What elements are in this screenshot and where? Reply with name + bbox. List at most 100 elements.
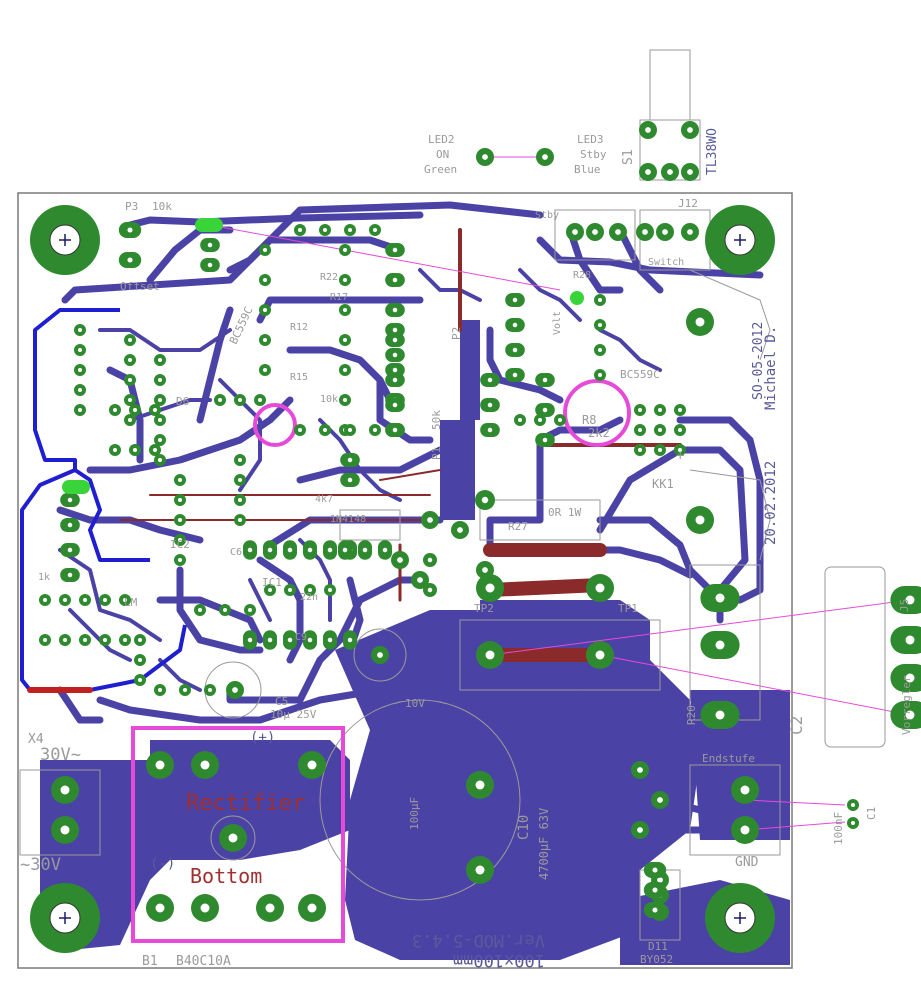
d11-part-label: BY052: [640, 953, 673, 966]
c5-label: C5: [275, 695, 288, 708]
pad: [154, 414, 166, 426]
pad: [847, 817, 859, 829]
board-outline: [17, 192, 793, 969]
led2-label: LED2: [428, 133, 455, 146]
pad: [643, 862, 667, 878]
pad: [480, 423, 500, 437]
pad: [451, 521, 469, 539]
pad: [99, 634, 111, 646]
pad: [74, 344, 86, 356]
pad: [174, 474, 186, 486]
c10-value-label: 4700µF 63V: [537, 808, 551, 880]
pad: [60, 568, 80, 582]
pad: [259, 364, 271, 376]
plus-sign: +: [676, 448, 684, 464]
highlight-circle-left: [253, 403, 297, 447]
pad: [59, 594, 71, 606]
pad: [681, 121, 699, 139]
pad: [124, 374, 136, 386]
pad: [731, 816, 759, 844]
pad: [263, 540, 277, 560]
pad: [476, 641, 504, 669]
pad: [378, 540, 392, 560]
pad: [194, 604, 206, 616]
p3-label: P3: [125, 200, 138, 213]
stby-label: Stby: [535, 210, 559, 221]
r22-label: R22: [320, 272, 338, 283]
pad: [298, 894, 326, 922]
pad: [74, 384, 86, 396]
pad: [340, 453, 360, 467]
pad: [385, 243, 405, 257]
pad: [340, 473, 360, 487]
pad: [303, 630, 317, 650]
r20-label: R20: [685, 705, 698, 725]
pad: [344, 424, 356, 436]
bright-pads: [62, 218, 584, 494]
pad: [294, 424, 306, 436]
pad: [174, 534, 186, 546]
pad: [214, 394, 226, 406]
pad: [466, 771, 494, 799]
r22n-label: 22n: [300, 592, 318, 603]
pad: [146, 751, 174, 779]
endstufe-label: Endstufe: [702, 752, 755, 765]
c2-label: C2: [787, 716, 806, 735]
pad: [631, 821, 649, 839]
pad: [594, 319, 606, 331]
pad: [480, 398, 500, 412]
pad: [174, 554, 186, 566]
p1-label: P1: [430, 447, 443, 460]
bottom-label: Bottom: [190, 864, 262, 888]
b1-label: B1: [142, 954, 158, 969]
pad: [79, 594, 91, 606]
size-label: 100x100mm: [453, 950, 545, 970]
led3-label: LED3: [577, 133, 604, 146]
pad: [283, 630, 297, 650]
pad: [686, 506, 714, 534]
c10-label: C10: [516, 815, 532, 840]
pad: [134, 674, 146, 686]
pad: [639, 121, 657, 139]
b1-part-label: B40C10A: [176, 954, 231, 969]
pad: [60, 493, 80, 507]
pad: [254, 394, 266, 406]
r12-label: R12: [290, 322, 308, 333]
pad: [259, 274, 271, 286]
switch-label: Switch: [648, 257, 684, 268]
date-label: 20.02.2012: [763, 461, 779, 545]
v30-top-label: 30V~: [40, 745, 81, 765]
r28-label: R28: [573, 270, 591, 281]
bottom-traces: [20, 308, 187, 692]
pad: [391, 551, 409, 569]
rectifier-label: Rectifier: [186, 791, 305, 816]
c5-value-label: 10µ 25V: [270, 708, 317, 721]
pad: [109, 444, 121, 456]
pad: [264, 584, 276, 596]
pad: [480, 373, 500, 387]
pad: [385, 423, 405, 437]
r8-value-label: 2k2: [588, 426, 610, 440]
pad: [631, 761, 649, 779]
pad: [566, 223, 584, 241]
pad: [154, 684, 166, 696]
pad: [339, 364, 351, 376]
pad: [686, 308, 714, 336]
pad: [534, 414, 546, 426]
pad: [651, 791, 669, 809]
pads: [39, 121, 921, 922]
r27-label: R27: [508, 520, 528, 533]
led3-color-label: Blue: [574, 163, 601, 176]
pad: [423, 553, 437, 567]
pad: [554, 414, 566, 426]
pad: [514, 414, 526, 426]
pad: [344, 224, 356, 236]
mounting-holes: [30, 205, 775, 953]
p1-value-label: 50k: [430, 410, 443, 430]
pad: [385, 323, 405, 337]
pad: [338, 540, 352, 560]
pad: [654, 424, 666, 436]
pad: [634, 404, 646, 416]
pad: [119, 594, 131, 606]
pad: [200, 258, 220, 272]
